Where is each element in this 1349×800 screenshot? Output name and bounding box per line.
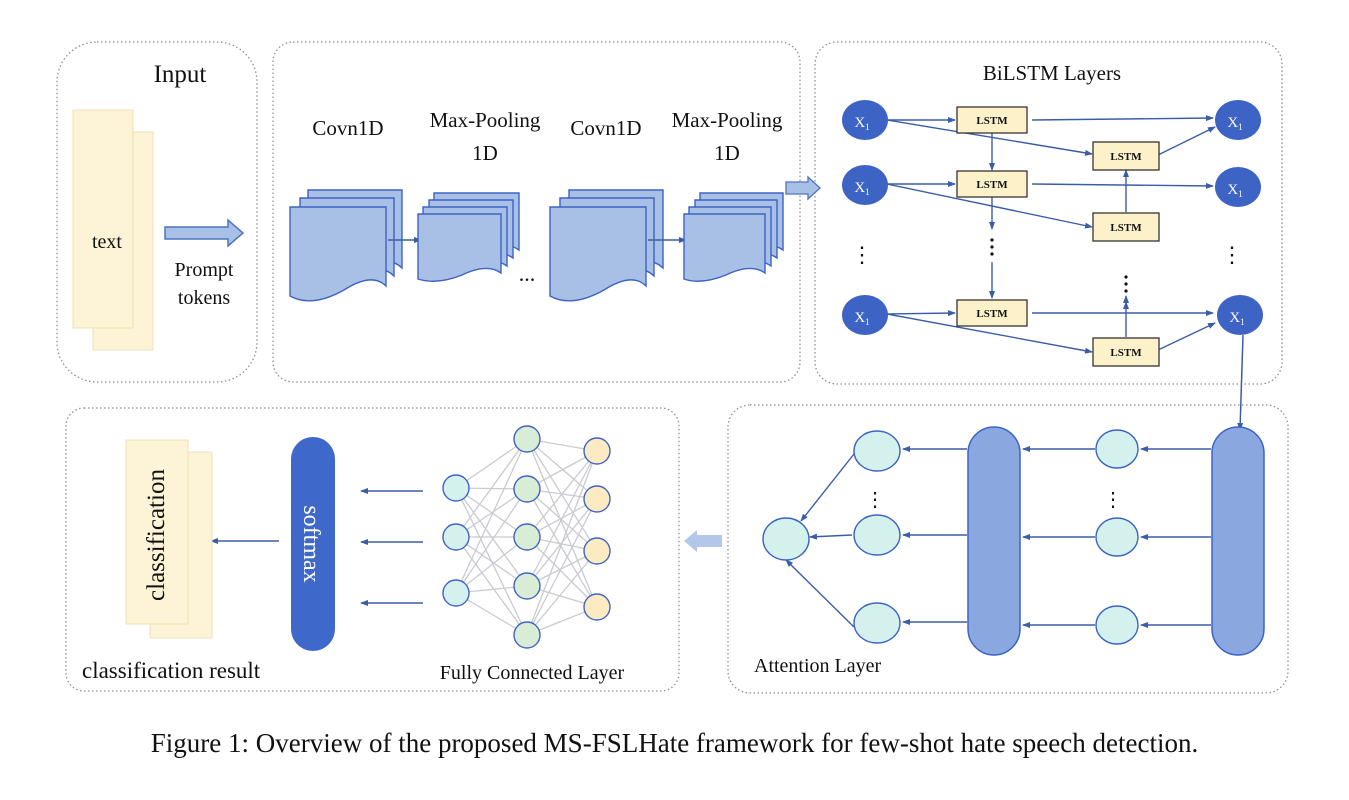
- bilstm-vdots-left: ⋮: [851, 242, 873, 267]
- text-doc-label: text: [92, 231, 122, 253]
- cnn-ellipsis: ...: [519, 261, 536, 286]
- attention-bar-left: [967, 426, 1021, 656]
- attention-vdots-2: ⋮: [1103, 489, 1123, 511]
- conv2-label: Covn1D: [570, 116, 641, 140]
- panel-frames: [56, 41, 1289, 694]
- attention-vdots-1: ⋮: [865, 489, 885, 511]
- bilstm-dots: [990, 238, 1128, 293]
- fc-hidden-neurons: [513, 425, 541, 649]
- tokens-label: tokens: [178, 287, 230, 309]
- attention-panel: [727, 404, 1289, 694]
- conv1-label: Covn1D: [312, 116, 383, 140]
- input-panel: [56, 41, 258, 383]
- result-doc-front: [125, 439, 189, 625]
- pool1-feature-maps: [417, 192, 520, 282]
- lstm-fw-1-label: LSTM: [976, 115, 1008, 127]
- attention-to-fc-arrow-icon: [684, 530, 722, 552]
- bilstm-panel: [814, 41, 1283, 385]
- lstm-bw-3-label: LSTM: [1110, 347, 1142, 359]
- fc-title: Fully Connected Layer: [440, 662, 625, 684]
- node-out-2-label: X1: [1227, 182, 1242, 199]
- fc-input-neurons: [442, 474, 470, 607]
- bilstm-to-attention-arrow: [1237, 334, 1244, 431]
- pool2-label-line2: 1D: [714, 141, 740, 165]
- softmax-label: softmax: [298, 505, 324, 582]
- pool1-label-line2: 1D: [472, 141, 498, 165]
- cnn-to-bilstm-arrow-icon: [785, 175, 821, 201]
- prompt-label: Prompt: [175, 259, 234, 281]
- lstm-fw-3-label: LSTM: [976, 308, 1008, 320]
- lstm-fw-2-label: LSTM: [976, 179, 1008, 191]
- output-panel: [65, 407, 680, 692]
- result-doc-label: classification: [143, 469, 170, 601]
- attention-bar-right: [1211, 426, 1265, 656]
- prompt-arrow-icon: [164, 218, 245, 248]
- lstm-bw-2-label: LSTM: [1110, 222, 1142, 234]
- node-in-1-label: X1: [854, 115, 869, 132]
- node-out-3-label: X1: [1229, 310, 1244, 327]
- lstm-bw-1-label: LSTM: [1110, 151, 1142, 163]
- cnn-section: Covn1D Max-Pooling 1D Covn1D Max-Pooling…: [289, 108, 821, 302]
- bilstm-vdots-right: ⋮: [1221, 242, 1243, 267]
- pool2-feature-maps: [683, 192, 784, 282]
- pool2-label-line1: Max-Pooling: [672, 108, 783, 132]
- conv1-feature-maps: [289, 189, 403, 302]
- bilstm-connections: [886, 115, 1216, 354]
- node-out-1-label: X1: [1227, 115, 1242, 132]
- fc-output-neurons: [583, 437, 611, 621]
- lstm-cells: [956, 106, 1160, 367]
- attention-title: Attention Layer: [754, 655, 882, 677]
- bilstm-section: BiLSTM Layers ⋮ ⋮: [842, 61, 1263, 431]
- bilstm-title: BiLSTM Layers: [983, 61, 1121, 85]
- attention-circles: [762, 429, 1139, 645]
- node-in-3-label: X1: [854, 310, 869, 327]
- cnn-panel: [272, 41, 801, 383]
- fc-section: Fully Connected Layer softmax classifica…: [82, 425, 625, 684]
- text-doc-front: [72, 109, 134, 329]
- input-section: Input text Prompt tokens: [72, 61, 245, 351]
- pool1-label-line1: Max-Pooling: [430, 108, 541, 132]
- bilstm-nodes: [842, 100, 1263, 335]
- figure-caption: Figure 1: Overview of the proposed MS-FS…: [150, 728, 1199, 758]
- softmax-bar: [291, 437, 335, 651]
- attention-arrows: [785, 446, 1211, 628]
- input-title: Input: [154, 61, 207, 88]
- conv2-feature-maps: [549, 189, 664, 302]
- fc-to-softmax-arrows: [360, 488, 423, 606]
- node-in-2-label: X1: [854, 180, 869, 197]
- attention-section: ⋮ ⋮ Attention Layer: [684, 426, 1265, 677]
- result-title: classification result: [82, 658, 261, 683]
